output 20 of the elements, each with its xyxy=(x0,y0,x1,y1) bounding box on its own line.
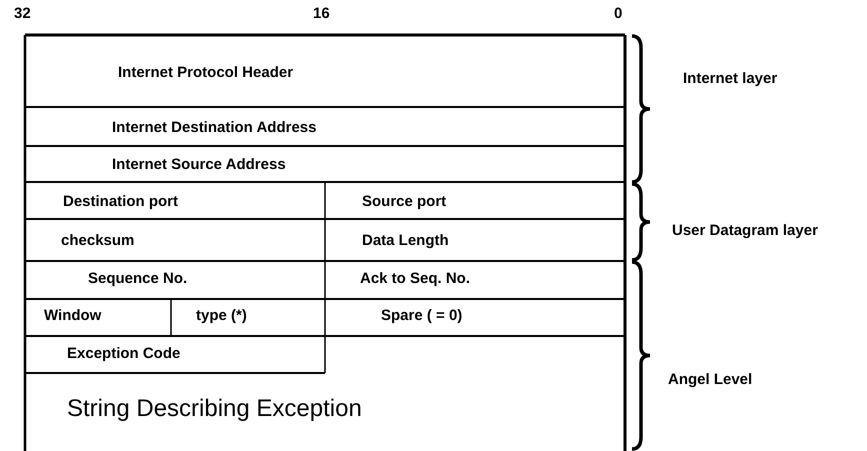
field-label: Exception Code xyxy=(67,344,180,363)
layer-label: User Datagram layer xyxy=(672,221,818,240)
field-label: Data Length xyxy=(362,231,449,250)
field-label: Ack to Seq. No. xyxy=(360,269,470,288)
field-label: Spare ( = 0) xyxy=(381,306,462,325)
layer-label: Angel Level xyxy=(668,370,752,389)
field-label: Internet Protocol Header xyxy=(118,63,294,82)
field-label: Source port xyxy=(362,192,446,211)
field-label: checksum xyxy=(61,231,134,250)
field-label: Internet Source Address xyxy=(112,155,286,174)
field-label: Window xyxy=(44,306,102,325)
bit-number: 0 xyxy=(614,4,622,23)
field-label: type (*) xyxy=(196,306,247,325)
field-label: Internet Destination Address xyxy=(112,118,316,137)
field-label: Destination port xyxy=(63,192,178,211)
bit-number: 16 xyxy=(313,4,330,23)
field-label: String Describing Exception xyxy=(67,395,362,423)
field-label: Sequence No. xyxy=(88,269,188,288)
bit-number: 32 xyxy=(14,4,31,23)
layer-label: Internet layer xyxy=(683,69,778,88)
